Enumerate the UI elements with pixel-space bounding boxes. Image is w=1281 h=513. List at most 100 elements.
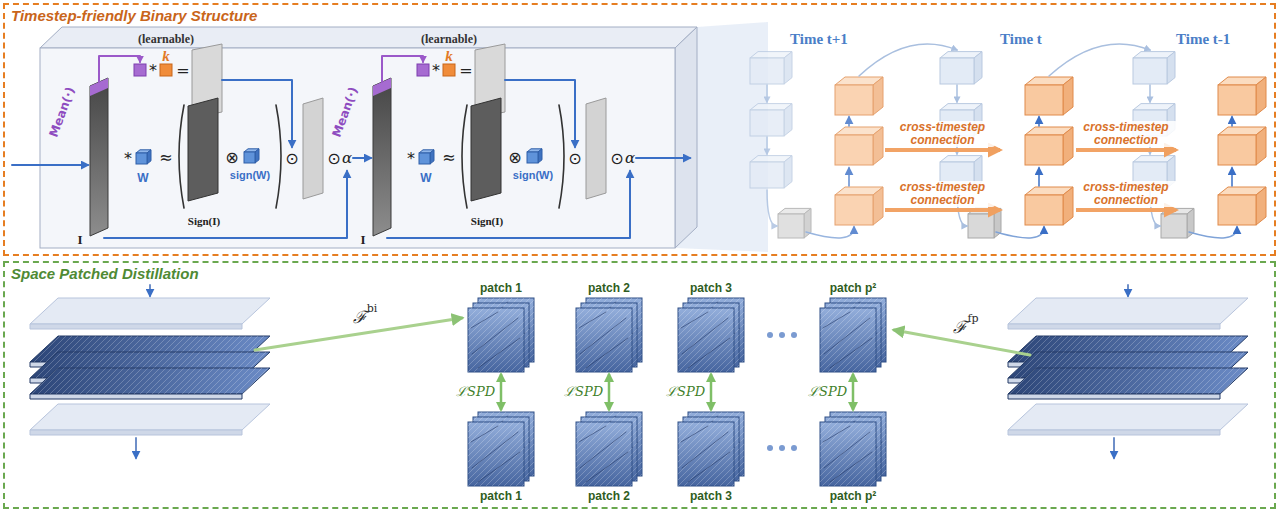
patch-edge xyxy=(681,312,730,368)
feature-label: ℱ xyxy=(953,315,967,338)
up-arrow xyxy=(848,168,850,186)
merge-arrow xyxy=(806,227,854,238)
block-side xyxy=(784,104,792,136)
block-front xyxy=(750,58,784,84)
weight-cube xyxy=(419,150,434,164)
output-arrow xyxy=(636,157,690,159)
patch-tiles xyxy=(820,412,886,486)
ellipsis-dot xyxy=(791,445,797,451)
feature-plate xyxy=(1008,368,1248,394)
patch-edge xyxy=(471,312,520,368)
patch-tiles xyxy=(468,298,534,372)
operator-symbol: ⊗ xyxy=(508,148,521,167)
patch-label: patch 1 xyxy=(480,281,522,295)
feature-sheet xyxy=(90,78,108,236)
patch-edge xyxy=(823,426,872,482)
block-side xyxy=(873,127,883,165)
ghost-arrow xyxy=(956,85,958,102)
output-arrow xyxy=(353,157,371,159)
patch-box: patch 1 xyxy=(468,281,534,374)
patch-tile xyxy=(576,422,632,486)
feature-plate xyxy=(30,298,270,324)
timestep-block xyxy=(1218,187,1266,225)
distillation-arrow xyxy=(608,374,611,410)
block-front xyxy=(750,110,784,136)
feature-plate xyxy=(1008,404,1248,430)
block-side xyxy=(1256,77,1266,115)
patch-texture xyxy=(468,308,524,372)
box-side xyxy=(675,27,697,248)
patch-edge xyxy=(579,312,628,368)
operator-symbol: ≈ xyxy=(442,148,455,167)
timestep-block xyxy=(1025,77,1073,115)
symbol-label: I xyxy=(360,232,365,248)
timestep-block xyxy=(1025,127,1073,165)
timestep-column: Time t-1 xyxy=(1176,28,1270,250)
patch-tile xyxy=(576,308,632,372)
ghost-arrow xyxy=(766,85,768,102)
patch-label: patch 2 xyxy=(588,281,630,295)
timestep-block xyxy=(1218,127,1266,165)
symbol-label: α xyxy=(342,149,352,167)
feature-sheet xyxy=(373,78,391,236)
sign-weight-cube xyxy=(527,149,542,163)
block-side xyxy=(974,52,982,84)
block-side xyxy=(784,156,792,188)
block-front xyxy=(835,195,873,225)
patch-edge xyxy=(823,312,872,368)
loss-label: ℒSPD xyxy=(808,385,847,399)
patch-tiles xyxy=(576,298,642,372)
timestep-block xyxy=(1025,187,1073,225)
symbol-label: k xyxy=(162,48,170,65)
feature-label: ℱ xyxy=(353,305,367,328)
merge-arrow xyxy=(1189,227,1237,238)
timestep-title: Time t+1 xyxy=(790,30,848,48)
feature-plate xyxy=(30,404,270,430)
box-top xyxy=(40,27,697,48)
block-front xyxy=(1218,135,1256,165)
operator-label: Mean(·) xyxy=(329,85,360,139)
ghost-arrow xyxy=(766,137,768,154)
patch-texture xyxy=(576,422,632,486)
operator-symbol: * xyxy=(407,149,415,168)
patch-box: patch p² xyxy=(820,281,886,374)
up-arrow xyxy=(1231,168,1233,186)
block-front xyxy=(1133,58,1167,84)
timestep-title: Time t xyxy=(1000,30,1042,48)
up-arrow xyxy=(1038,117,1040,126)
section-title: Timestep-friendly Binary Structure xyxy=(11,7,257,25)
feature-sheet xyxy=(303,98,323,199)
loss-label: ℒSPD xyxy=(456,385,495,399)
operator-symbol: ⊙ xyxy=(285,149,298,168)
bracket xyxy=(276,105,281,208)
loss-label: ℒSPD xyxy=(666,385,705,399)
patch-label: patch 1 xyxy=(480,489,522,503)
plate-edge xyxy=(1008,394,1220,399)
block-front xyxy=(835,135,873,165)
patch-texture xyxy=(576,308,632,372)
block-front xyxy=(419,153,430,164)
symbol-label: k xyxy=(445,48,453,65)
block-side xyxy=(255,149,259,163)
patch-tiles xyxy=(576,412,642,486)
timestep-column: Time t+1 xyxy=(790,28,885,250)
patch-tiles xyxy=(820,298,886,372)
patch-label: patch 3 xyxy=(690,489,732,503)
block-side xyxy=(1256,187,1266,225)
patch-tile xyxy=(468,422,524,486)
feature-sheet xyxy=(471,98,501,201)
input-arrow xyxy=(12,164,88,166)
block-side xyxy=(873,187,883,225)
plate-edge xyxy=(30,394,242,399)
plate-edge xyxy=(30,324,242,329)
patch-tiles xyxy=(678,298,744,372)
patch-box: patch 3 xyxy=(678,281,744,374)
distillation-arrow xyxy=(852,374,855,410)
patch-label: patch 2 xyxy=(588,489,630,503)
block-side xyxy=(784,52,792,84)
feature-sheet xyxy=(188,98,218,201)
patch-tile xyxy=(820,308,876,372)
block-side xyxy=(1256,127,1266,165)
